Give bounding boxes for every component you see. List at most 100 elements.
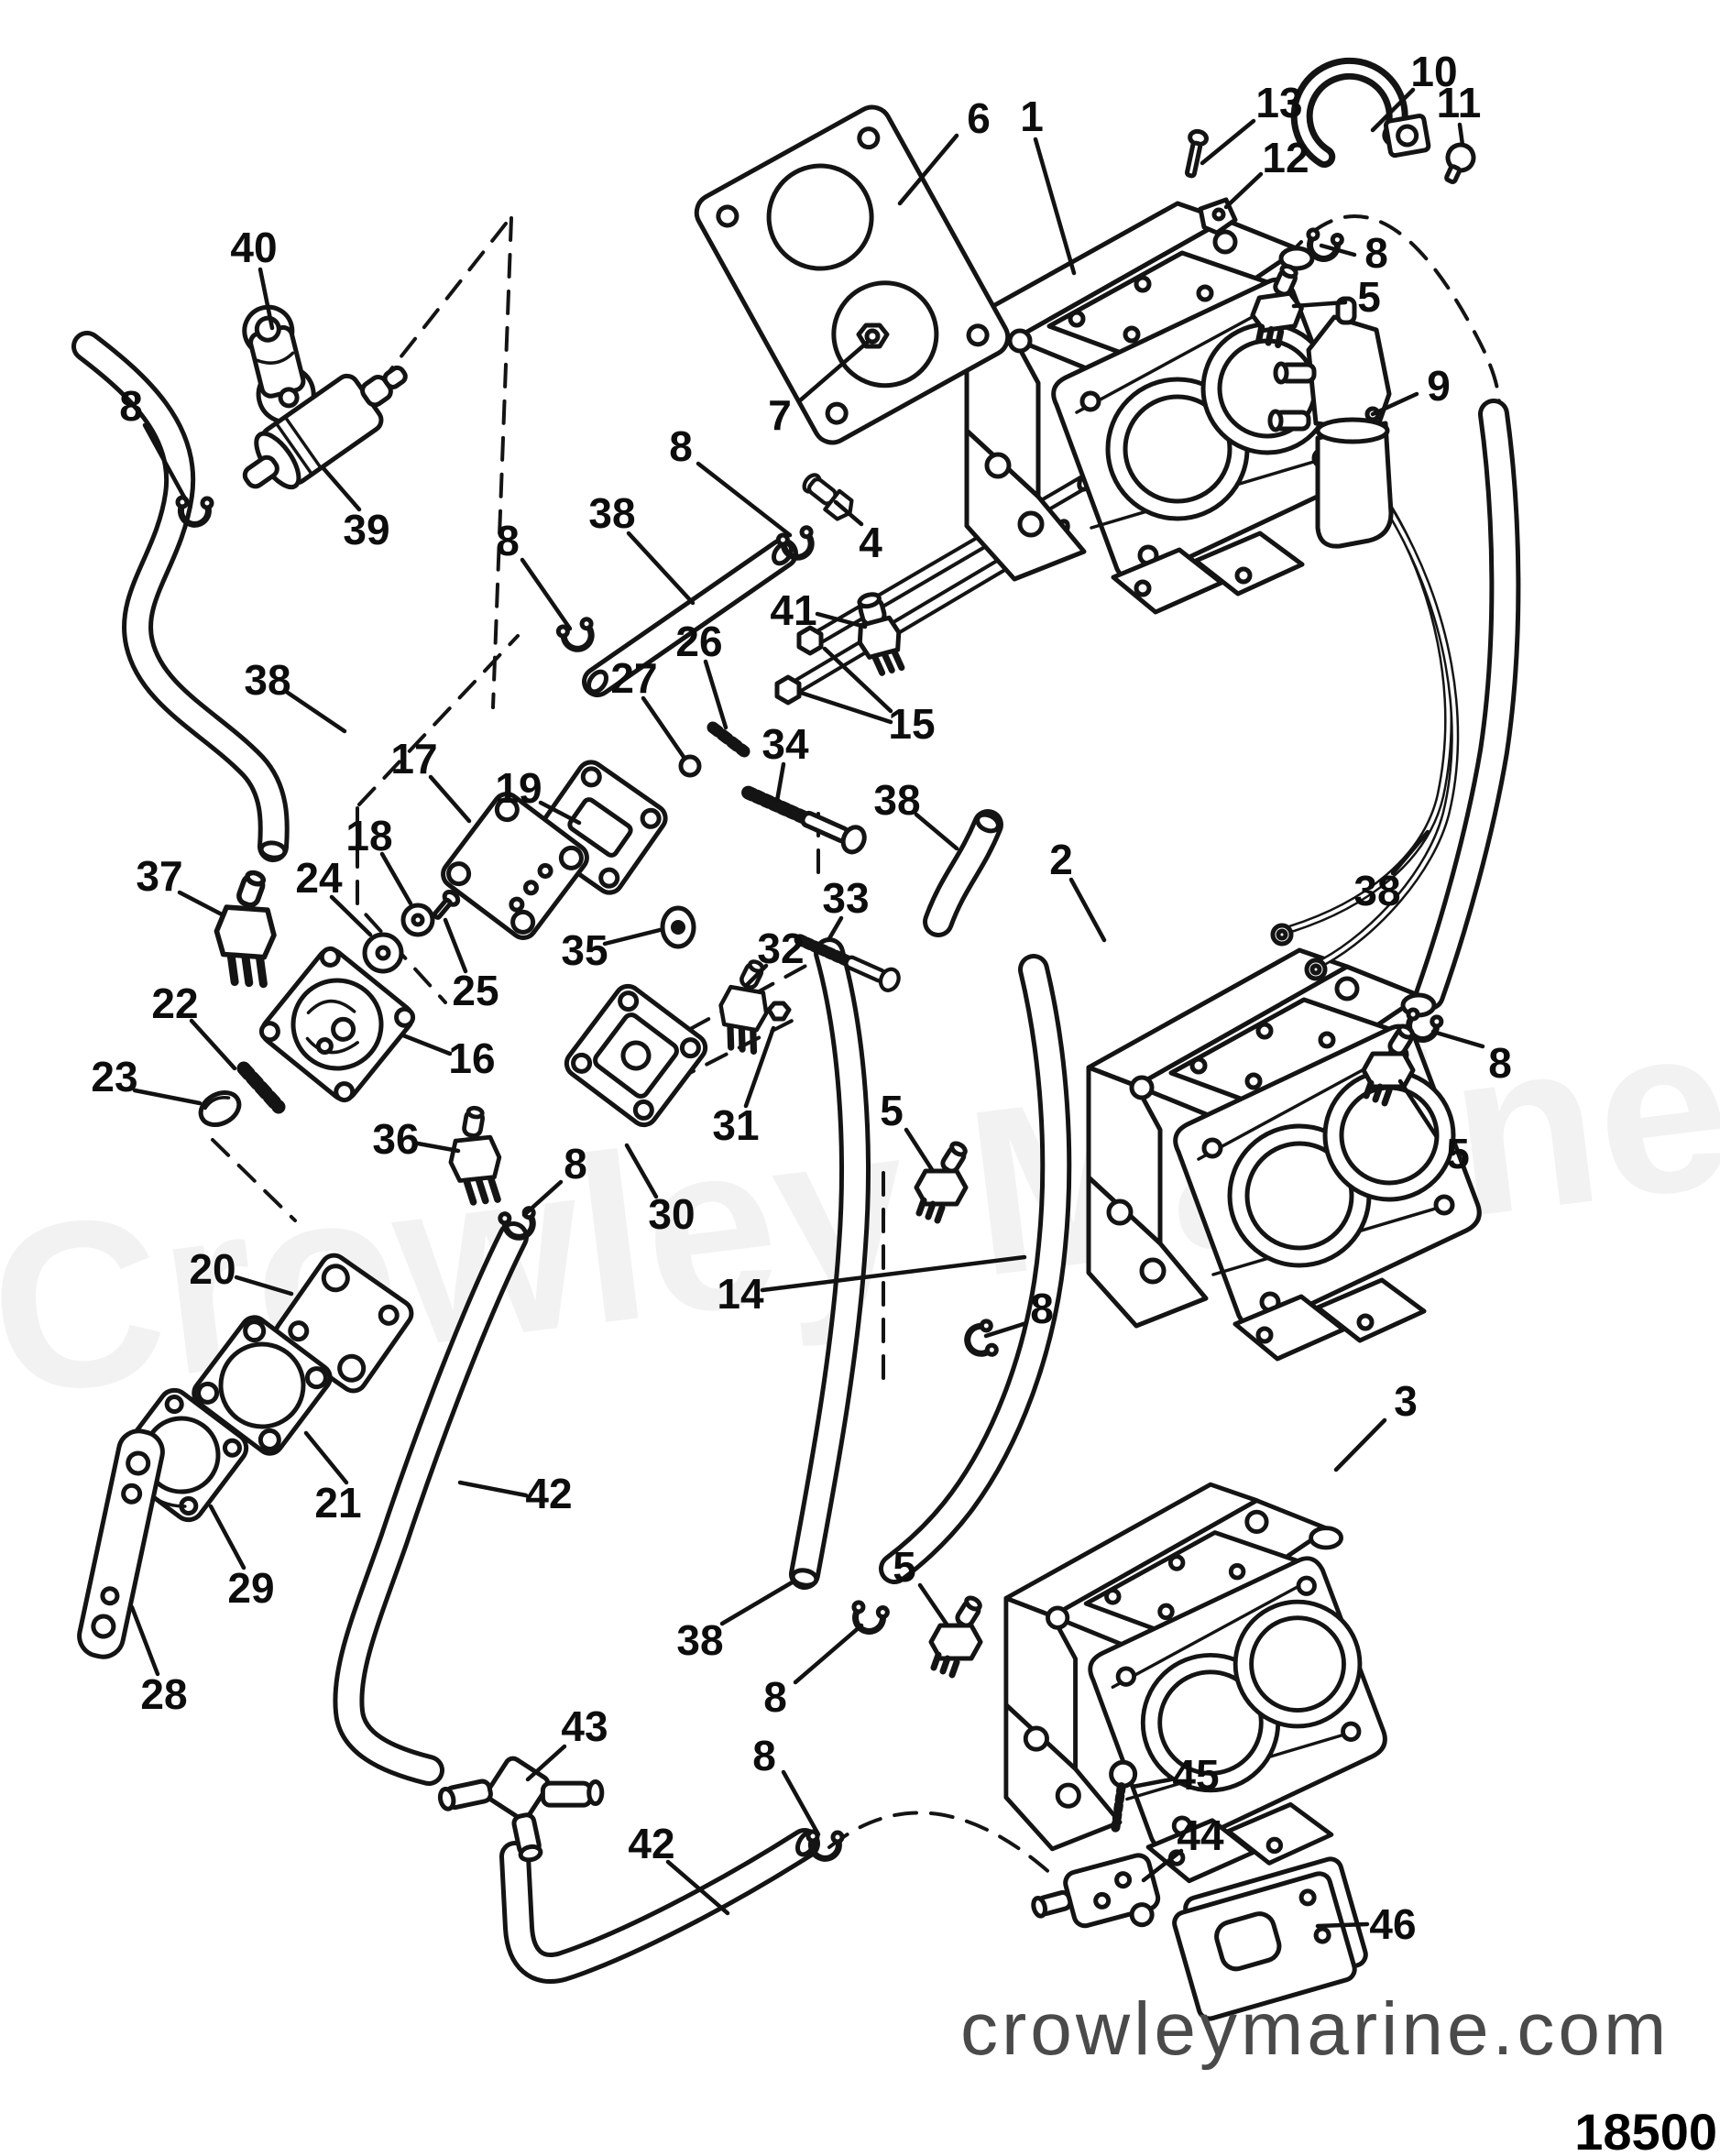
leader-line-8 bbox=[521, 1179, 564, 1218]
callout-39: 39 bbox=[343, 506, 389, 553]
bolt-11 bbox=[1444, 142, 1476, 185]
leader-line-42 bbox=[457, 1480, 529, 1498]
pump-cover-16 bbox=[258, 946, 416, 1103]
fitting-41 bbox=[857, 592, 905, 676]
callout-24: 24 bbox=[295, 854, 343, 902]
callout-1: 1 bbox=[1020, 93, 1044, 140]
callout-38: 38 bbox=[676, 1616, 723, 1664]
fuel-pump-44 bbox=[1031, 1853, 1161, 1929]
callout-14: 14 bbox=[717, 1270, 764, 1318]
screw-33 bbox=[794, 934, 901, 992]
site-url-text: crowleymarine.com bbox=[960, 1987, 1670, 2071]
leader-line-8 bbox=[793, 1623, 864, 1685]
leader-line-3 bbox=[1333, 1417, 1387, 1472]
leader-line-38 bbox=[626, 531, 696, 606]
callout-36: 36 bbox=[372, 1115, 419, 1163]
callout-38: 38 bbox=[588, 489, 635, 537]
spring-26 bbox=[707, 721, 750, 758]
callout-8: 8 bbox=[763, 1673, 787, 1721]
leader-line-33 bbox=[826, 915, 844, 943]
enrichment-valve-9 bbox=[1267, 296, 1460, 981]
screw-34 bbox=[741, 785, 867, 855]
leader-line-8 bbox=[696, 461, 793, 538]
grommet-35 bbox=[660, 905, 696, 949]
callout-27: 27 bbox=[610, 654, 657, 702]
leader-line-12 bbox=[1223, 171, 1264, 210]
callout-5: 5 bbox=[1446, 1130, 1470, 1177]
bolt-45 bbox=[1109, 1759, 1138, 1835]
leader-line-14 bbox=[760, 1254, 1027, 1293]
leader-line-1 bbox=[1033, 137, 1077, 276]
callout-37: 37 bbox=[136, 852, 182, 900]
callout-41: 41 bbox=[770, 586, 816, 634]
callout-45: 45 bbox=[1172, 1751, 1219, 1799]
leader-line-38 bbox=[719, 1579, 796, 1626]
callout-8: 8 bbox=[564, 1140, 587, 1187]
carburetor-2 bbox=[1089, 950, 1479, 1359]
screw-25 bbox=[432, 889, 461, 920]
leader-line-8 bbox=[1319, 243, 1357, 257]
callout-15: 15 bbox=[888, 700, 935, 748]
callout-5: 5 bbox=[893, 1543, 916, 1591]
spring-22 bbox=[236, 1061, 286, 1114]
washer-18 bbox=[400, 903, 435, 937]
leader-line-11 bbox=[1457, 122, 1465, 148]
leader-line-42 bbox=[665, 1859, 730, 1916]
leader-line-30 bbox=[624, 1143, 659, 1199]
callout-26: 26 bbox=[675, 618, 722, 665]
callout-40: 40 bbox=[230, 224, 277, 271]
leader-line-34 bbox=[774, 761, 786, 804]
tee-fitting-43 bbox=[437, 1756, 605, 1863]
callout-44: 44 bbox=[1177, 1811, 1224, 1859]
leader-line-23 bbox=[132, 1088, 203, 1106]
callout-20: 20 bbox=[189, 1245, 236, 1293]
callout-16: 16 bbox=[448, 1034, 495, 1082]
fitting-5d bbox=[931, 1596, 981, 1675]
diagram-number: 18500 bbox=[1574, 2103, 1717, 2156]
leader-line-6 bbox=[897, 133, 959, 206]
callout-38: 38 bbox=[873, 776, 920, 824]
washer-24 bbox=[362, 932, 404, 974]
callout-2: 2 bbox=[1049, 836, 1073, 883]
leader-line-13 bbox=[1200, 118, 1256, 166]
fitting-37 bbox=[214, 869, 279, 984]
callout-8: 8 bbox=[1030, 1285, 1054, 1332]
leader-line-25 bbox=[443, 917, 468, 974]
leader-line-20 bbox=[234, 1275, 294, 1297]
leader-line-7 bbox=[796, 340, 870, 404]
callout-8: 8 bbox=[752, 1732, 776, 1779]
leader-line-28 bbox=[129, 1604, 160, 1677]
callout-8: 8 bbox=[119, 382, 143, 430]
leader-line-16 bbox=[400, 1033, 453, 1056]
callout-34: 34 bbox=[761, 720, 809, 768]
callout-31: 31 bbox=[712, 1101, 759, 1149]
callout-11: 11 bbox=[1437, 79, 1482, 126]
fuel-hoses bbox=[71, 331, 1521, 1984]
callout-17: 17 bbox=[390, 735, 437, 783]
callout-12: 12 bbox=[1262, 134, 1309, 181]
callout-30: 30 bbox=[648, 1190, 695, 1238]
callout-6: 6 bbox=[967, 94, 991, 142]
leader-line-8 bbox=[781, 1769, 821, 1837]
leader-line-26 bbox=[703, 659, 729, 730]
pump-body-30 bbox=[564, 983, 708, 1128]
leader-line-46 bbox=[1315, 1921, 1370, 1929]
callout-5: 5 bbox=[880, 1087, 904, 1134]
bracket-46 bbox=[1172, 1856, 1368, 2021]
leader-line-8 bbox=[983, 1320, 1029, 1339]
callout-8: 8 bbox=[1488, 1039, 1512, 1087]
clamp-8d bbox=[178, 498, 212, 524]
leader-line-24 bbox=[329, 894, 373, 937]
callout-18: 18 bbox=[345, 812, 392, 859]
leader-line-44 bbox=[1141, 1848, 1184, 1883]
bolt-7 bbox=[856, 323, 890, 349]
leader-line-36 bbox=[415, 1141, 461, 1154]
leader-line-38 bbox=[285, 690, 347, 734]
clamp-8i bbox=[808, 1832, 842, 1858]
leader-line-45 bbox=[1130, 1777, 1174, 1789]
leader-line-27 bbox=[641, 695, 686, 760]
callout-10: 10 bbox=[1410, 48, 1457, 95]
callout-28: 28 bbox=[140, 1670, 187, 1718]
